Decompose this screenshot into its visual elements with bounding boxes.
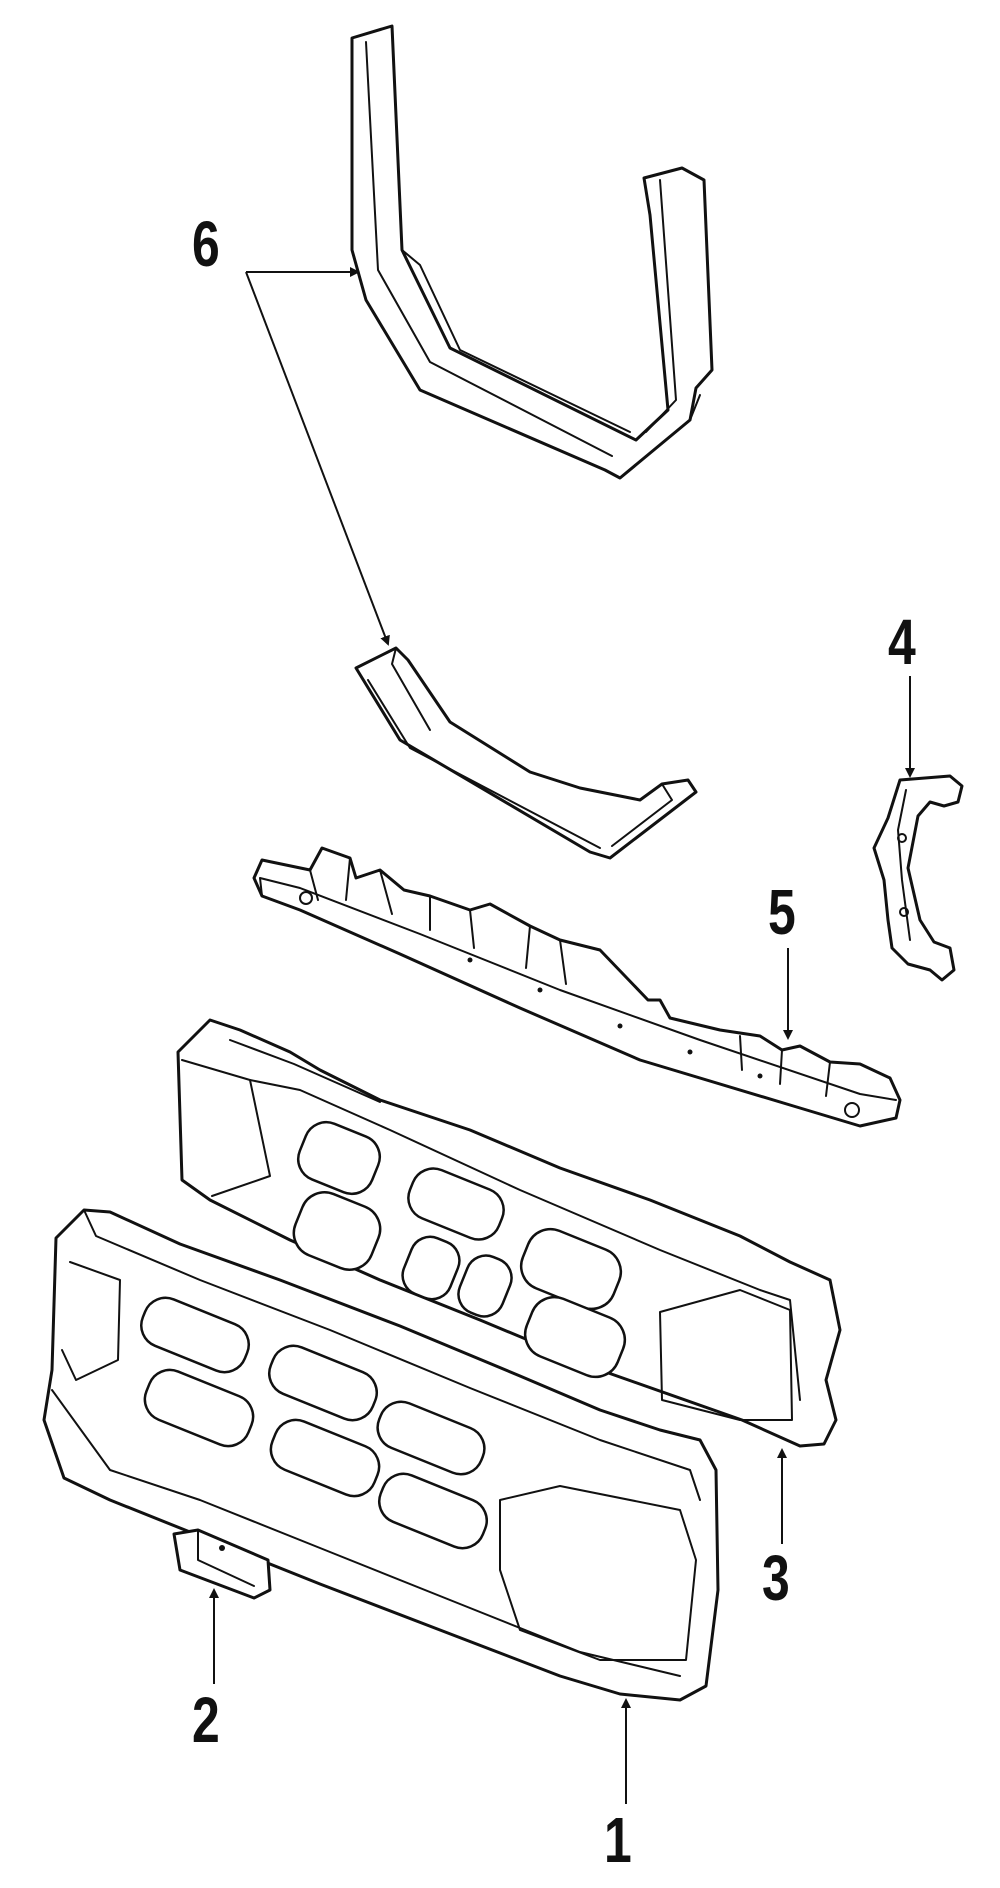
callout-3: 3 bbox=[762, 1542, 790, 1614]
callout-1: 1 bbox=[604, 1804, 632, 1876]
part-6-upper-shroud bbox=[350, 24, 714, 480]
callout-4: 4 bbox=[888, 606, 916, 678]
part-6-lower-shroud bbox=[354, 646, 698, 860]
part-5-support-bar bbox=[252, 846, 902, 1128]
part-3-grille-frame bbox=[176, 1018, 842, 1448]
part-4-bracket bbox=[872, 774, 964, 982]
callout-5: 5 bbox=[768, 876, 796, 948]
callout-2: 2 bbox=[192, 1684, 220, 1756]
leader-lines bbox=[209, 267, 915, 1804]
callout-6: 6 bbox=[192, 208, 220, 280]
leader-6-lower bbox=[245, 271, 390, 646]
part-1-grille bbox=[42, 1208, 720, 1702]
part-2-emblem bbox=[172, 1528, 272, 1600]
